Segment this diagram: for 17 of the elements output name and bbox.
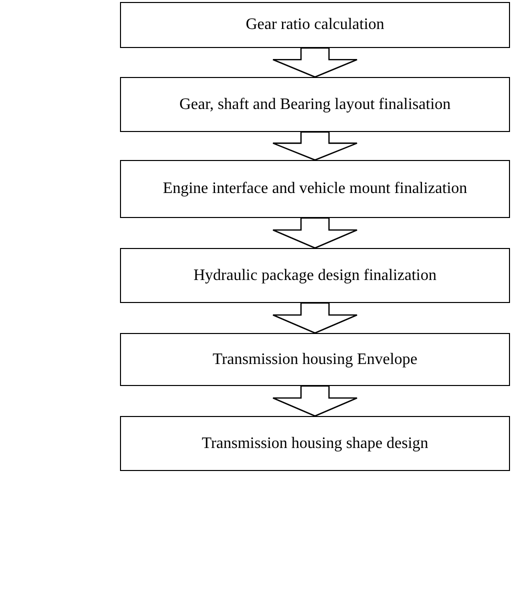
step-text: Engine interface and vehicle mount finalization bbox=[162, 179, 468, 199]
process-box bbox=[120, 160, 510, 218]
block-arrow bbox=[272, 47, 358, 78]
process-box bbox=[120, 416, 510, 471]
step-text: Hydraulic package design finalization bbox=[193, 266, 436, 286]
process-box bbox=[120, 2, 510, 48]
step-text: Transmission housing shape design bbox=[202, 434, 428, 454]
step-text: Gear, shaft and Bearing layout finalisation bbox=[179, 94, 451, 114]
block-arrow bbox=[272, 302, 358, 334]
block-arrow bbox=[272, 131, 358, 161]
block-arrow bbox=[272, 385, 358, 417]
step-text: Transmission housing Envelope bbox=[212, 350, 418, 370]
process-box bbox=[120, 333, 510, 386]
step-text: Gear ratio calculation bbox=[246, 15, 384, 35]
process-box bbox=[120, 77, 510, 132]
block-arrow bbox=[272, 217, 358, 249]
process-box bbox=[120, 248, 510, 303]
